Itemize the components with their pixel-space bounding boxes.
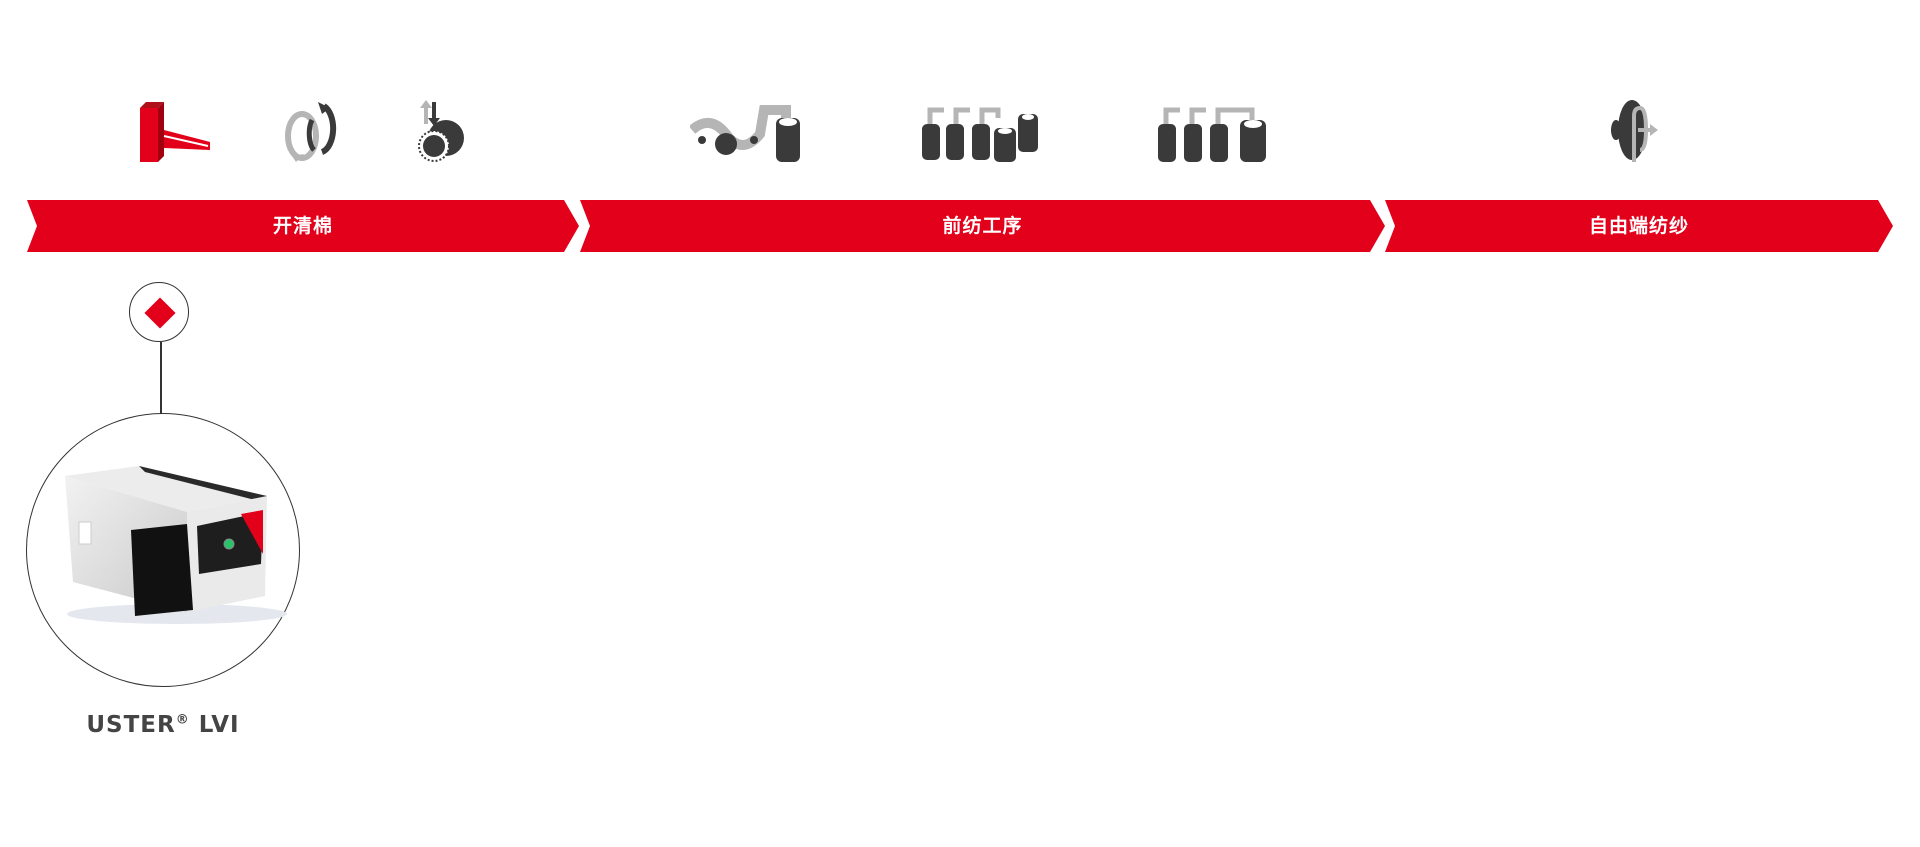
cleaner-rotation-icon: [285, 102, 337, 162]
connector-line: [160, 342, 162, 414]
draw-frame-cans-icon: [922, 107, 1038, 162]
rotor-spinning-icon: [1611, 100, 1658, 162]
product-name: USTER® LVI: [40, 712, 286, 738]
bale-opener-icon: [140, 102, 210, 162]
registered-mark: ®: [175, 712, 190, 728]
stage-label: 开清棉: [272, 215, 333, 237]
drafting-can-icon: [690, 105, 800, 162]
stage-banner-opening[interactable]: 开清棉: [27, 200, 579, 252]
stage-banner-rotor-spinning[interactable]: 自由端纺纱: [1385, 200, 1893, 252]
carding-drum-icon: [418, 100, 464, 162]
diamond-icon: [144, 297, 176, 329]
stage-label: 自由端纺纱: [1588, 215, 1689, 237]
product-marker[interactable]: [129, 282, 189, 342]
chevron-shape: [580, 200, 1385, 252]
stage-banner-preparation[interactable]: 前纺工序: [580, 200, 1385, 252]
stage-label: 前纺工序: [942, 215, 1023, 237]
uster-lvi-device-image: [65, 466, 287, 624]
product-image-frame[interactable]: [26, 413, 300, 687]
chevron-shape: [27, 200, 579, 252]
draw-frame-cans-2-icon: [1158, 107, 1266, 162]
chevron-shape: [1385, 200, 1893, 252]
brand-name: USTER: [86, 712, 176, 738]
model-name: LVI: [198, 712, 240, 738]
